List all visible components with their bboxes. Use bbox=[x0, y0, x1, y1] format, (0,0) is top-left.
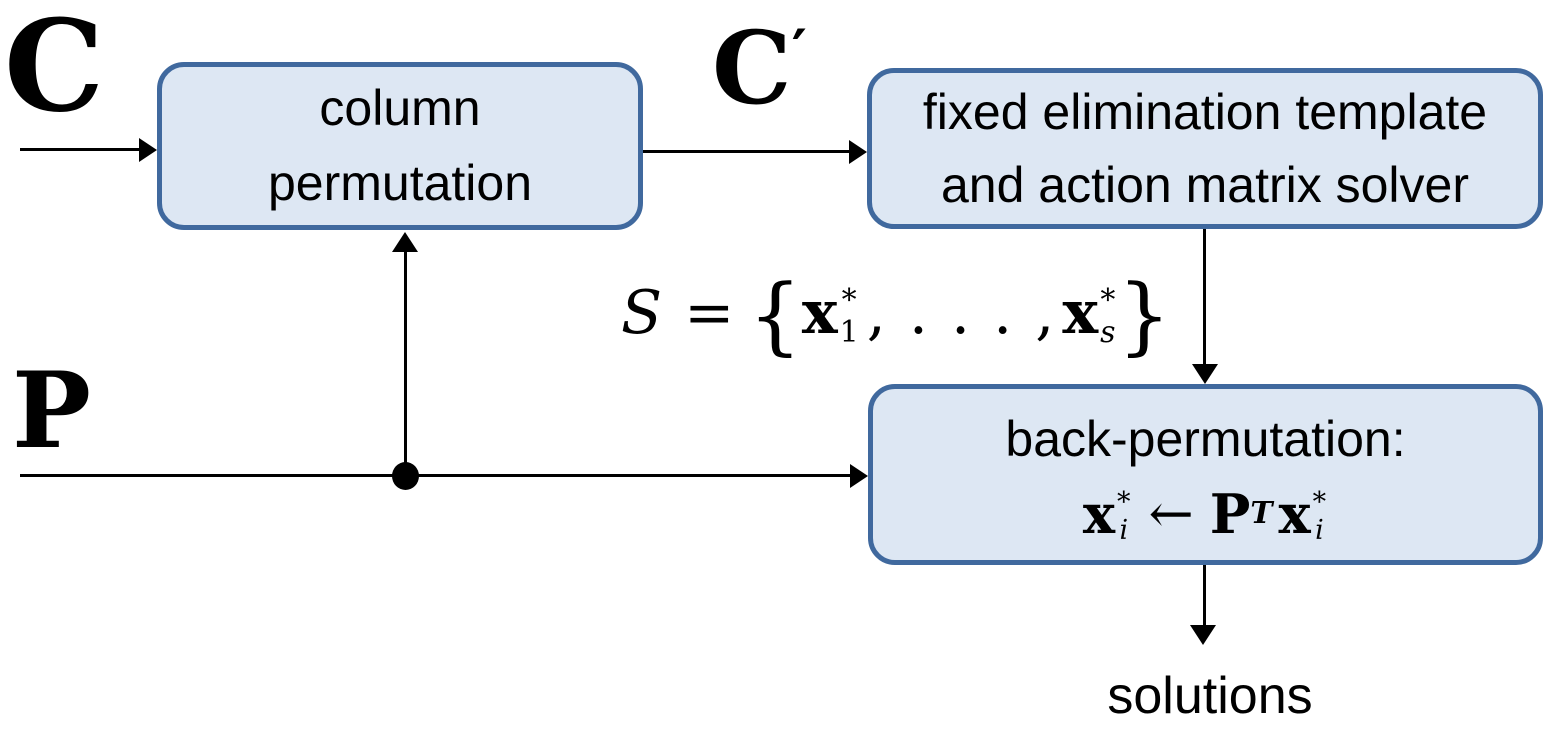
bp-x1: x bbox=[1082, 482, 1116, 546]
box-column-permutation: column permutation bbox=[157, 62, 643, 230]
set-x1-sup: * bbox=[841, 283, 857, 319]
label-p-matrix: P bbox=[12, 358, 91, 463]
c-prime-arrow-line bbox=[643, 150, 850, 153]
p-input-arrowhead-icon bbox=[850, 464, 868, 488]
right-brace: } bbox=[1117, 266, 1171, 364]
bp-x2-sup: * bbox=[1312, 486, 1327, 518]
set-x1-scripts: *1 bbox=[840, 285, 859, 348]
box-column-permutation-line2: permutation bbox=[267, 155, 533, 211]
bp-x1-sub: i bbox=[1119, 515, 1129, 547]
bp-x2-scripts: *i bbox=[1312, 486, 1327, 547]
bp-x1-scripts: *i bbox=[1117, 486, 1131, 547]
box-column-permutation-line1: column bbox=[319, 80, 481, 136]
c-prime-arrowhead-icon bbox=[849, 140, 867, 164]
left-arrow-icon: ← bbox=[1148, 482, 1194, 545]
c-input-arrow-line bbox=[20, 148, 141, 151]
set-symbol: S bbox=[620, 278, 663, 348]
label-c-matrix: C bbox=[4, 3, 104, 129]
p-branch-arrowhead-icon bbox=[392, 232, 418, 252]
left-brace: { bbox=[748, 266, 802, 364]
bp-x2: x bbox=[1278, 482, 1311, 546]
solution-set-formula: S = { x *1 , . . . , x *s } bbox=[596, 258, 1196, 368]
label-c-prime-base: C bbox=[712, 9, 792, 127]
label-c-prime-matrix: C′ bbox=[712, 18, 807, 118]
ellipsis: , . . . , bbox=[866, 278, 1057, 348]
prime-mark: ′ bbox=[791, 17, 807, 86]
set-xs-sup: * bbox=[1100, 283, 1116, 319]
c-input-arrowhead-icon bbox=[139, 138, 157, 162]
bp-x1-sup: * bbox=[1117, 486, 1131, 518]
solver-to-backperm-line bbox=[1203, 229, 1206, 365]
set-xs-scripts: *s bbox=[1100, 285, 1115, 348]
bp-x2-sub: i bbox=[1315, 515, 1324, 547]
label-p-text: P bbox=[12, 348, 91, 472]
label-c-text: C bbox=[4, 0, 105, 140]
set-x1: x bbox=[801, 278, 838, 348]
output-arrowhead-icon bbox=[1190, 625, 1216, 645]
box-solver-line1: fixed elimination template bbox=[922, 84, 1488, 140]
box-solver: fixed elimination template and action ma… bbox=[867, 68, 1543, 229]
bp-p-transpose: T bbox=[1250, 496, 1273, 532]
output-arrow-line bbox=[1203, 565, 1206, 626]
p-input-arrow-line bbox=[20, 474, 851, 477]
box-solver-line2: and action matrix solver bbox=[940, 156, 1469, 213]
solver-to-backperm-arrowhead-icon bbox=[1192, 364, 1218, 384]
equals-sign: = bbox=[684, 278, 735, 348]
box-back-permutation-title: back-permutation: bbox=[1005, 410, 1406, 467]
p-branch-line bbox=[404, 251, 407, 476]
set-xs: x bbox=[1062, 278, 1099, 348]
solutions-label: solutions bbox=[1107, 667, 1313, 725]
set-xs-sub: s bbox=[1100, 314, 1116, 350]
set-x1-sub: 1 bbox=[839, 314, 859, 350]
bp-p: P bbox=[1209, 482, 1251, 546]
